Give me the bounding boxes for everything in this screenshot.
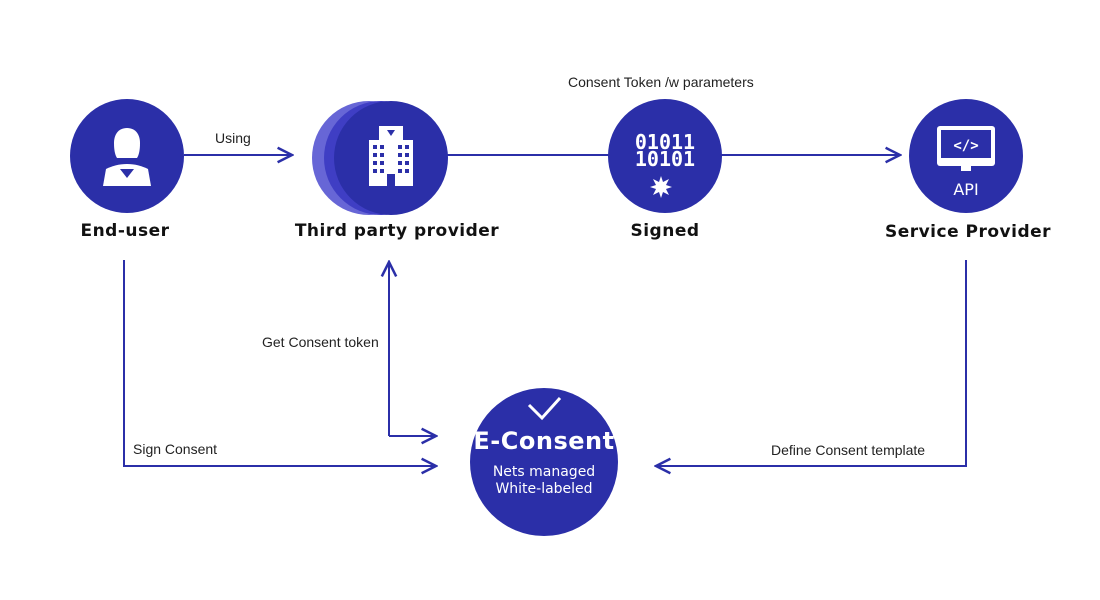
econsent-title: E-Consent [473,427,615,455]
person-icon [103,128,151,186]
service-provider-title: Service Provider [884,222,1052,242]
monitor-code-icon: </> [937,126,995,171]
third-party-title: Third party provider [294,221,500,241]
arrow-sign-consent [123,260,436,466]
starburst-icon [650,176,672,198]
service-provider-node: </> API [909,99,1023,213]
edge-label-using: Using [215,130,251,146]
arrow-define-template [656,260,967,466]
connectors [123,155,967,466]
api-label: API [953,180,978,199]
checkmark-icon [527,396,562,421]
edge-label-define-template: Define Consent template [771,442,926,458]
building-icon [369,126,413,186]
third-party-node [312,101,448,215]
edge-label-sign-consent: Sign Consent [133,441,218,457]
end-user-node [70,99,184,213]
econsent-line-1: Nets managed [492,464,596,480]
binary-line-2: 10101 [635,147,695,171]
binary-line-1: 01011 [635,130,695,154]
econsent-node [470,388,618,536]
code-glyph: </> [953,138,978,154]
end-user-title: End-user [80,221,170,241]
signed-title: Signed [630,221,700,241]
signed-node: 01011 10101 [608,99,722,213]
edge-label-get-consent-token: Get Consent token [262,334,379,350]
edge-label-consent-token: Consent Token /w parameters [568,74,754,90]
econsent-line-2: White-labeled [495,481,593,497]
